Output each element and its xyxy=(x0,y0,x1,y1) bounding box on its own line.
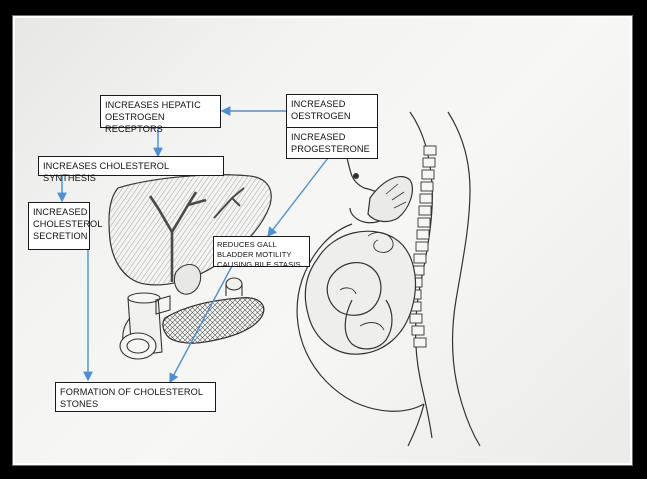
label-gall-bladder-motility: REDUCES GALL BLADDER MOTILITY CAUSING BI… xyxy=(217,240,306,270)
label-hepatic-receptors: INCREASES HEPATIC OESTROGEN RECEPTORS xyxy=(105,99,216,135)
box-cholesterol-synthesis: INCREASES CHOLESTEROL SYNTHESIS xyxy=(38,156,224,176)
box-increased-progesterone: INCREASED PROGESTERONE xyxy=(286,127,378,159)
label-increased-progesterone: INCREASED PROGESTERONE xyxy=(291,131,373,155)
liver-sketch xyxy=(109,175,271,294)
box-increased-oestrogen: INCREASED OESTROGEN xyxy=(286,94,378,128)
box-gall-bladder-motility: REDUCES GALL BLADDER MOTILITY CAUSING BI… xyxy=(213,236,310,267)
label-cholesterol-secretion: INCREASED CHOLESTEROL SECRETION xyxy=(33,206,85,242)
label-cholesterol-synthesis: INCREASES CHOLESTEROL SYNTHESIS xyxy=(43,160,219,184)
box-cholesterol-secretion: INCREASED CHOLESTEROL SECRETION xyxy=(28,202,90,250)
arrow-progesterone-to-gallbladder xyxy=(268,158,328,236)
box-cholesterol-stones: FORMATION OF CHOLESTEROL STONES xyxy=(55,382,216,412)
box-hepatic-receptors: INCREASES HEPATIC OESTROGEN RECEPTORS xyxy=(100,95,221,128)
label-cholesterol-stones: FORMATION OF CHOLESTEROL STONES xyxy=(60,386,211,410)
label-increased-oestrogen: INCREASED OESTROGEN xyxy=(291,98,373,122)
